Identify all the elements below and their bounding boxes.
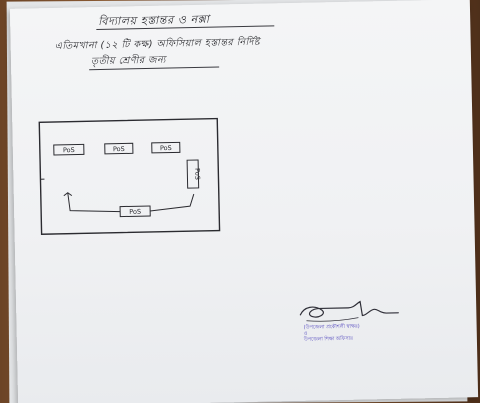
diagram-box-2: PoS — [104, 142, 134, 155]
diagram-box-5-label: PoS — [129, 208, 141, 216]
diagram-box-3-label: PoS — [160, 144, 172, 152]
diagram-arrow-head — [63, 192, 73, 197]
stamp-line-3: উপজেলা শিক্ষা অফিসার — [303, 335, 353, 343]
diagram-box-5: PoS — [119, 205, 151, 218]
paper-document: বিদ্যালয় হস্তান্তর ও নক্সা এতিমখানা (১২… — [9, 0, 479, 403]
diagram-box-4-label: PoS — [193, 168, 201, 180]
diagram-path-right — [150, 193, 195, 212]
stamp-line-1: (উপজেলা প্রকৌশলী স্বাক্ষর) — [303, 323, 360, 331]
diagram-box-2-label: PoS — [113, 145, 125, 153]
diagram-path-left — [67, 192, 121, 213]
heading-line-2: এতিমখানা (১২ টি কক্ষ) অফিসিয়াল হস্তান্ত… — [54, 36, 261, 52]
official-stamp: (উপজেলা প্রকৌশলী স্বাক্ষর) ও উপজেলা শিক্… — [304, 324, 360, 343]
handwritten-signature — [299, 300, 399, 322]
diagram-box-1: PoS — [53, 143, 85, 156]
diagram-box-1-label: PoS — [63, 146, 75, 154]
diagram-box-4: PoS — [186, 159, 202, 189]
diagram-frame — [38, 117, 221, 235]
floor-plan-diagram: PoS PoS PoS PoS PoS — [38, 117, 221, 235]
diagram-box-3: PoS — [151, 141, 181, 154]
